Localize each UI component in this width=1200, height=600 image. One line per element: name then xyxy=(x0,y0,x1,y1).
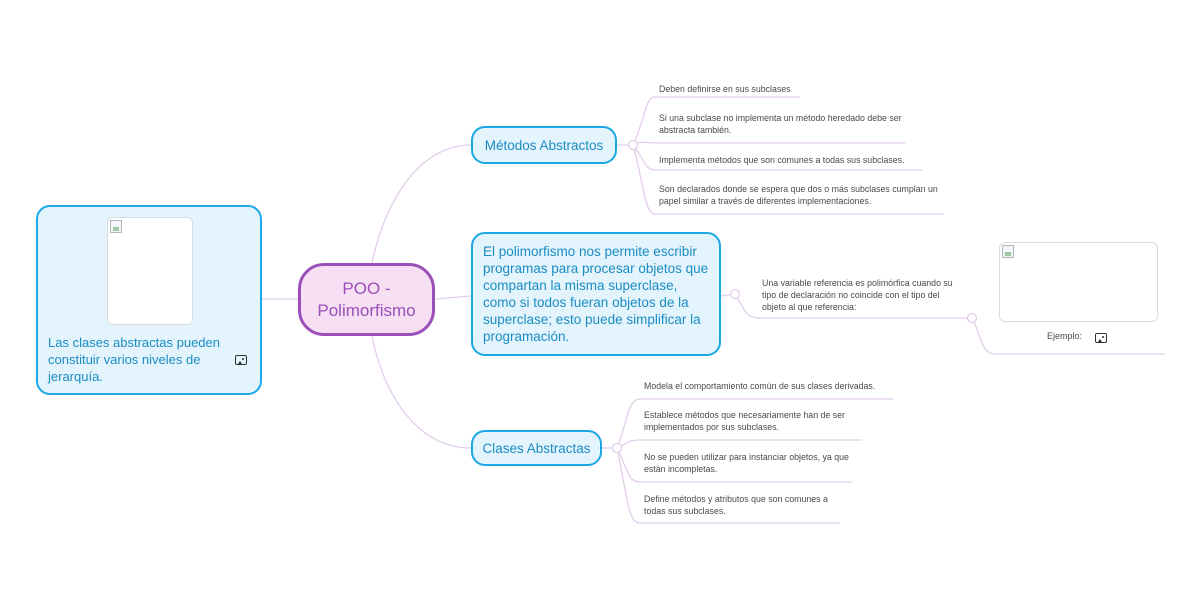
image-icon[interactable] xyxy=(1095,333,1107,343)
subtopic-clases-1[interactable]: Modela el comportamiento común de sus cl… xyxy=(644,381,876,391)
subtopic-metodos-1[interactable]: Deben definirse en sus subclases xyxy=(659,84,791,94)
subtopic-clases-3[interactable]: No se pueden utilizar para instanciar ob… xyxy=(644,452,849,474)
topic-metodos-abstractos[interactable]: Métodos Abstractos xyxy=(471,126,617,164)
example-image xyxy=(999,242,1158,322)
subtopic-metodos-4[interactable]: Son declarados donde se espera que dos o… xyxy=(659,184,938,206)
topic-label: El polimorfismo nos permite escribir pro… xyxy=(483,244,709,344)
subtopic-clases-4[interactable]: Define métodos y atributos que son comun… xyxy=(644,494,828,516)
broken-image-icon xyxy=(110,220,122,233)
central-topic-line2: Polimorfismo xyxy=(317,300,416,320)
subtopic-metodos-3[interactable]: Implementa métodos que son comunes a tod… xyxy=(659,155,905,165)
image-icon[interactable] xyxy=(235,355,247,365)
example-label[interactable]: Ejemplo: xyxy=(1047,331,1083,341)
central-topic[interactable]: POO - Polimorfismo xyxy=(298,263,435,336)
central-topic-line1: POO - xyxy=(342,278,391,298)
topic-clases-jerarquia[interactable]: Las clases abstractas pueden constituir … xyxy=(36,205,262,395)
topic-label: Métodos Abstractos xyxy=(484,137,604,153)
subtopic-clases-2[interactable]: Establece métodos que necesariamente han… xyxy=(644,410,845,432)
topic-image xyxy=(107,217,193,325)
broken-image-icon xyxy=(1002,245,1014,258)
subtopic-polimorfismo[interactable]: Una variable referencia es polimórfica c… xyxy=(762,278,953,312)
topic-text: Las clases abstractas pueden constituir … xyxy=(48,335,220,384)
topic-polimorfismo[interactable]: El polimorfismo nos permite escribir pro… xyxy=(471,232,721,356)
subtopic-metodos-2[interactable]: Si una subclase no implementa un método … xyxy=(659,113,902,135)
topic-label: Clases Abstractas xyxy=(482,440,591,456)
topic-clases-abstractas[interactable]: Clases Abstractas xyxy=(471,430,602,466)
